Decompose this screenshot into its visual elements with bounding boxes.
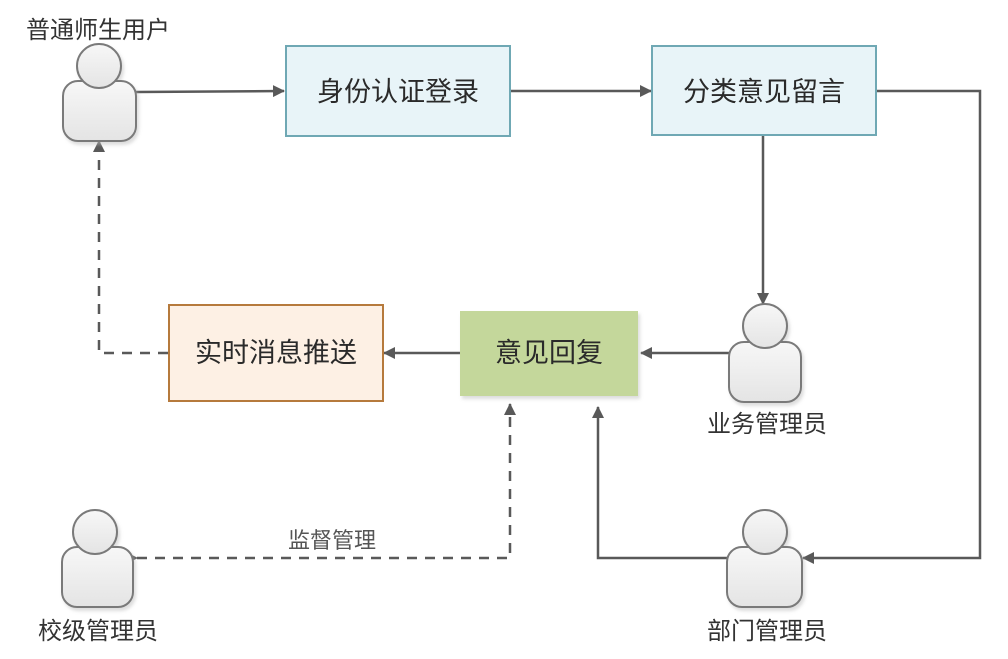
edge-supervise-school-admin-reply	[126, 403, 516, 564]
process-feedback-box	[651, 45, 877, 136]
actor-user-label: 普通师生用户	[26, 16, 170, 44]
process-feedback[interactable]: 分类意见留言	[651, 45, 877, 136]
actor-business-admin-label: 业务管理员	[707, 410, 827, 438]
process-push[interactable]: 实时消息推送	[168, 304, 384, 402]
edges	[93, 85, 982, 564]
person-icon	[726, 509, 803, 608]
process-auth-box	[285, 45, 511, 137]
process-auth-label: 身份认证登录	[317, 77, 479, 108]
process-reply[interactable]: 意见回复	[460, 311, 638, 396]
process-auth[interactable]: 身份认证登录	[285, 45, 511, 137]
process-push-label: 实时消息推送	[195, 338, 357, 369]
edge-department-admin-to-reply	[592, 406, 727, 560]
person-icon	[728, 303, 802, 403]
actor-user[interactable]: 普通师生用户	[26, 16, 170, 142]
actor-school-admin[interactable]: 校级管理员	[38, 509, 158, 645]
edge-supervise-label: 监督管理	[288, 529, 376, 554]
process-feedback-label: 分类意见留言	[683, 77, 845, 108]
actor-school-admin-label: 校级管理员	[38, 617, 158, 645]
edge-feedback-to-department-admin	[802, 89, 982, 564]
person-icon	[62, 43, 137, 142]
edge-user-to-auth	[135, 85, 285, 98]
process-push-box	[168, 304, 384, 402]
person-icon	[61, 509, 134, 608]
process-reply-box	[460, 311, 638, 396]
edge-push-to-user	[93, 140, 168, 355]
actor-business-admin[interactable]: 业务管理员	[707, 303, 827, 438]
actor-department-admin-label: 部门管理员	[707, 617, 827, 645]
actor-department-admin[interactable]: 部门管理员	[707, 509, 827, 645]
process-reply-label: 意见回复	[495, 338, 603, 369]
